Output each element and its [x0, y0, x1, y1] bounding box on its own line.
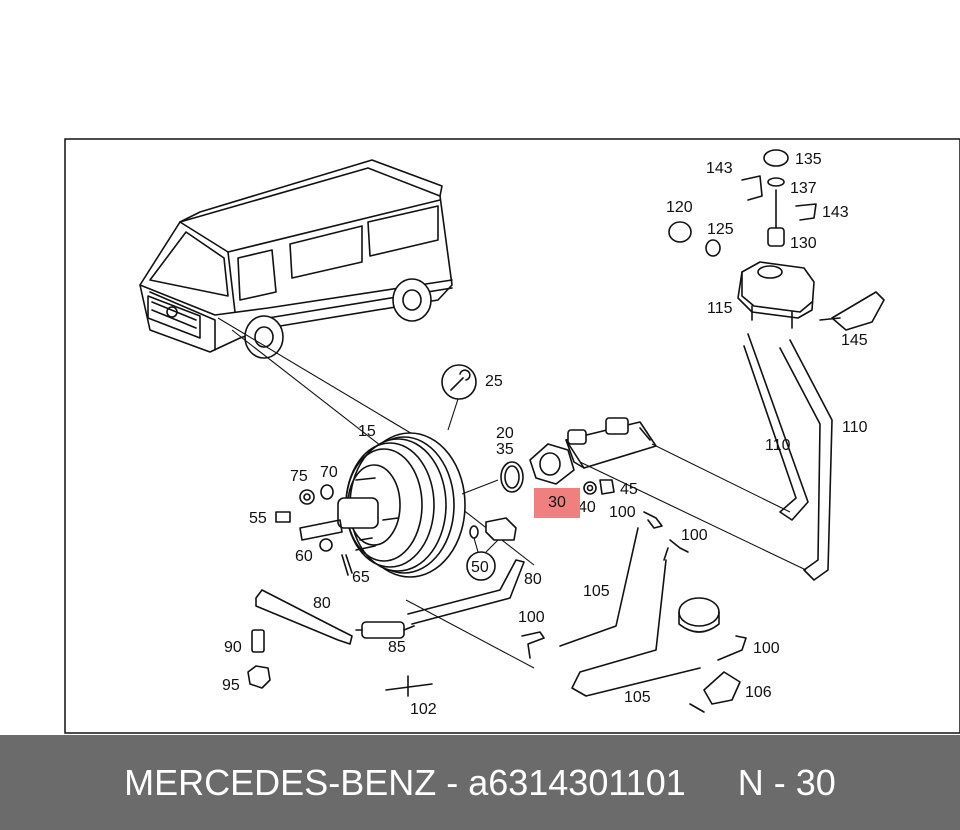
- part-label: 110: [842, 419, 868, 436]
- part-label: 90: [224, 639, 242, 656]
- part-label: 40: [578, 499, 596, 516]
- part-label-50: 50: [471, 559, 489, 576]
- part-label: 35: [496, 441, 514, 458]
- part-label: 115: [707, 300, 733, 317]
- part-label: 143: [822, 204, 849, 221]
- part-label: 125: [707, 221, 734, 238]
- part-label: 105: [624, 689, 651, 706]
- part-label: 100: [518, 609, 545, 626]
- part-label: 100: [681, 527, 708, 544]
- part-label: 135: [795, 151, 822, 168]
- part-label: 55: [249, 510, 267, 527]
- part-label: 106: [745, 684, 772, 701]
- part-label: 75: [290, 468, 308, 485]
- part-label: 65: [352, 569, 370, 586]
- part-label: 145: [841, 332, 868, 349]
- highlighted-part-number: 30: [548, 494, 566, 511]
- part-label: 143: [706, 160, 733, 177]
- part-label: 15: [358, 423, 376, 440]
- part-label: 102: [410, 701, 437, 718]
- part-label: 130: [790, 235, 817, 252]
- master-cylinder: [529, 417, 657, 485]
- parts-diagram: 15 20 25 35 40 45 55 60 65 70 75 80 80 8…: [64, 138, 960, 734]
- part-label: 70: [320, 464, 338, 481]
- part-label: 20: [496, 425, 514, 442]
- part-label: 45: [620, 481, 638, 498]
- part-label: 120: [666, 199, 693, 216]
- part-label: 100: [609, 504, 636, 521]
- diagram-frame: [64, 138, 960, 734]
- brake-booster: [299, 432, 466, 578]
- part-label: 60: [295, 548, 313, 565]
- highlighted-part-label[interactable]: 30: [534, 488, 580, 518]
- part-label: 95: [222, 677, 240, 694]
- footer-brand-part-number: MERCEDES-BENZ - a6314301101: [124, 761, 686, 803]
- van-illustration: [139, 159, 453, 359]
- part-label: 25: [485, 373, 503, 390]
- part-label: 137: [790, 180, 817, 197]
- part-label: 85: [388, 639, 406, 656]
- fluid-reservoir: [737, 261, 815, 329]
- part-label: 80: [524, 571, 542, 588]
- part-labels: 15 20 25 35 40 45 55 60 65 70 75 80 80 8…: [222, 151, 868, 718]
- part-label: 110: [765, 437, 791, 454]
- footer-bar: MERCEDES-BENZ - a6314301101 N - 30: [0, 735, 960, 830]
- footer-diagram-ref: N - 30: [737, 761, 836, 803]
- part-label: 100: [753, 640, 780, 657]
- part-label: 80: [313, 595, 331, 612]
- part-label: 105: [583, 583, 610, 600]
